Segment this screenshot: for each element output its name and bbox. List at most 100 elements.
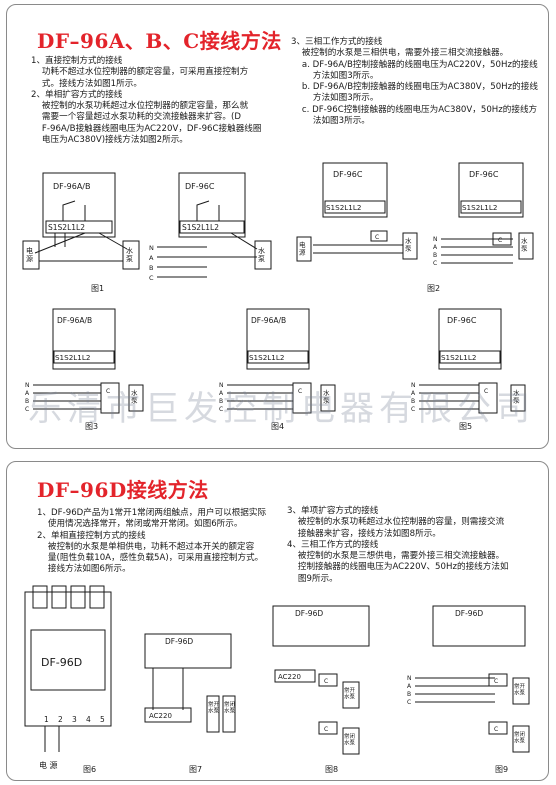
svg-text:5: 5 bbox=[100, 715, 105, 724]
svg-text:N: N bbox=[219, 382, 224, 389]
svg-text:C: C bbox=[324, 678, 328, 685]
svg-text:图6: 图6 bbox=[83, 765, 96, 774]
terminal-labels: S1S2L1L2 bbox=[48, 223, 85, 232]
svg-text:B: B bbox=[219, 398, 223, 405]
svg-text:C: C bbox=[433, 260, 437, 267]
svg-text:C: C bbox=[106, 388, 110, 395]
svg-text:DF-96C: DF-96C bbox=[447, 316, 477, 325]
svg-text:图9: 图9 bbox=[495, 765, 508, 774]
svg-text:C: C bbox=[484, 388, 488, 395]
svg-text:B: B bbox=[25, 398, 29, 405]
svg-text:C: C bbox=[411, 406, 415, 413]
controller-box bbox=[42, 172, 116, 238]
power-label: 电 源 bbox=[39, 760, 58, 770]
svg-text:电源: 电源 bbox=[299, 240, 306, 256]
svg-text:图5: 图5 bbox=[459, 422, 472, 431]
instructions-right-abc: 3、三相工作方式的接线 被控制的水泵是三相供电，需要外接三相交流接触器。 a. … bbox=[291, 37, 538, 127]
svg-text:N: N bbox=[149, 244, 154, 252]
section-title-d: DF–96D接线方法 bbox=[37, 478, 209, 502]
svg-text:DF-96A/B: DF-96A/B bbox=[57, 316, 92, 325]
wiring-diagram-fig2: DF-96C S1S2L1L2 C 电源 水泵 DF-96C S1S2L1L2 … bbox=[296, 162, 534, 293]
svg-text:C: C bbox=[494, 678, 498, 685]
instructions-right-d: 3、单项扩容方式的接线 被控制的水泵功耗超过水位控制器的容量，则需接交流 接触器… bbox=[287, 506, 509, 584]
pump-box bbox=[122, 240, 140, 270]
pump-label: 水泵 bbox=[126, 246, 133, 263]
svg-text:N: N bbox=[433, 236, 438, 243]
svg-text:C: C bbox=[494, 726, 498, 733]
svg-text:S1S2L1L2: S1S2L1L2 bbox=[462, 203, 497, 212]
svg-text:DF-96D: DF-96D bbox=[455, 609, 483, 618]
svg-text:图7: 图7 bbox=[189, 765, 202, 774]
svg-text:A: A bbox=[411, 390, 416, 397]
svg-text:B: B bbox=[433, 252, 437, 259]
svg-text:C: C bbox=[149, 274, 154, 282]
svg-text:N: N bbox=[411, 382, 416, 389]
section-title-abc: DF–96A、B、C接线方法 bbox=[37, 29, 282, 53]
controller-model: DF-96A/B bbox=[53, 182, 90, 191]
svg-text:1: 1 bbox=[44, 715, 49, 724]
figure-label: 图1 bbox=[91, 284, 104, 293]
svg-text:C: C bbox=[498, 237, 502, 244]
svg-text:S1S2L1L2: S1S2L1L2 bbox=[326, 203, 361, 212]
wiring-diagram-fig1: DF-96A/B S1S2L1L2 电源 水泵 图1 bbox=[22, 172, 140, 293]
svg-text:N: N bbox=[407, 675, 412, 682]
terminal-strip bbox=[45, 220, 113, 234]
svg-text:S1S2L1L2: S1S2L1L2 bbox=[55, 353, 90, 362]
svg-text:A: A bbox=[219, 390, 224, 397]
panel-df96d: DF–96D接线方法 1、DF-96D产品为1常开1常闭两组触点，用户可以根据实… bbox=[6, 461, 549, 781]
wiring-diagram-fig3: DF-96A/B S1S2L1L2 C N A B C 水泵 图3 bbox=[25, 308, 144, 431]
instructions-left-abc: 1、直接控制方式的接线 功耗不超过水位控制器的额定容量，可采用直接控制方 式。接… bbox=[31, 56, 262, 146]
svg-text:S1S2L1L2: S1S2L1L2 bbox=[441, 353, 476, 362]
svg-text:常开水泵: 常开水泵 bbox=[514, 682, 526, 696]
svg-text:B: B bbox=[149, 264, 153, 272]
svg-text:常闭水泵: 常闭水泵 bbox=[344, 732, 356, 746]
svg-text:常开水泵: 常开水泵 bbox=[208, 700, 220, 714]
svg-text:水泵: 水泵 bbox=[258, 246, 265, 263]
svg-text:DF-96C: DF-96C bbox=[469, 170, 499, 179]
svg-text:常开水泵: 常开水泵 bbox=[344, 686, 356, 700]
svg-text:A: A bbox=[25, 390, 30, 397]
svg-text:A: A bbox=[149, 254, 154, 262]
svg-text:C: C bbox=[298, 388, 302, 395]
svg-text:水泵: 水泵 bbox=[513, 388, 520, 404]
svg-text:图4: 图4 bbox=[271, 422, 284, 431]
svg-text:图2: 图2 bbox=[427, 284, 440, 293]
svg-text:常闭水泵: 常闭水泵 bbox=[514, 730, 526, 744]
svg-text:图8: 图8 bbox=[325, 765, 338, 774]
svg-text:水泵: 水泵 bbox=[405, 236, 412, 252]
svg-text:2: 2 bbox=[58, 715, 63, 724]
wiring-diagram-fig8: DF-96D AC220 C C 常开水泵 常闭水泵 图8 bbox=[272, 605, 370, 774]
svg-text:3: 3 bbox=[72, 715, 77, 724]
svg-text:C: C bbox=[375, 234, 379, 241]
svg-text:N: N bbox=[25, 382, 30, 389]
wiring-diagram-fig1-96c: DF-96C S1S2L1L2 N A B C 水泵 bbox=[149, 172, 272, 282]
svg-text:DF-96D: DF-96D bbox=[165, 637, 193, 646]
wiring-diagram-fig9: DF-96D N A B C C 常开水泵 C 常闭水泵 图9 bbox=[407, 605, 530, 774]
controller-model: DF-96C bbox=[185, 182, 215, 191]
svg-text:C: C bbox=[219, 406, 223, 413]
svg-text:DF-96D: DF-96D bbox=[295, 609, 323, 618]
svg-text:B: B bbox=[411, 398, 415, 405]
svg-text:AC220: AC220 bbox=[149, 712, 172, 720]
svg-text:C: C bbox=[324, 726, 328, 733]
module-model: DF-96D bbox=[41, 656, 82, 669]
svg-text:DF-96C: DF-96C bbox=[333, 170, 363, 179]
svg-text:图3: 图3 bbox=[85, 422, 98, 431]
svg-text:AC220: AC220 bbox=[278, 673, 301, 681]
module-diagram-fig6: DF-96D 1 2 3 4 5 电 源 图6 bbox=[24, 585, 112, 774]
svg-text:水泵: 水泵 bbox=[323, 388, 330, 404]
power-label: 电源 bbox=[26, 246, 33, 263]
svg-text:S1S2L1L2: S1S2L1L2 bbox=[249, 353, 284, 362]
svg-text:A: A bbox=[407, 683, 412, 690]
wiring-diagram-fig7: DF-96D AC220 常开水泵 常闭水泵 图7 bbox=[144, 633, 236, 774]
power-box bbox=[22, 240, 40, 270]
terminal-labels: S1S2L1L2 bbox=[182, 223, 219, 232]
svg-text:A: A bbox=[433, 244, 438, 251]
svg-text:C: C bbox=[407, 699, 411, 706]
panel-df96abc: DF–96A、B、C接线方法 1、直接控制方式的接线 功耗不超过水位控制器的额定… bbox=[6, 4, 549, 449]
svg-text:B: B bbox=[407, 691, 411, 698]
wiring-diagram-fig5: DF-96C S1S2L1L2 C N A B C 水泵 图5 bbox=[411, 308, 526, 431]
svg-text:4: 4 bbox=[86, 715, 91, 724]
svg-text:DF-96A/B: DF-96A/B bbox=[251, 316, 286, 325]
svg-text:水泵: 水泵 bbox=[131, 388, 138, 404]
